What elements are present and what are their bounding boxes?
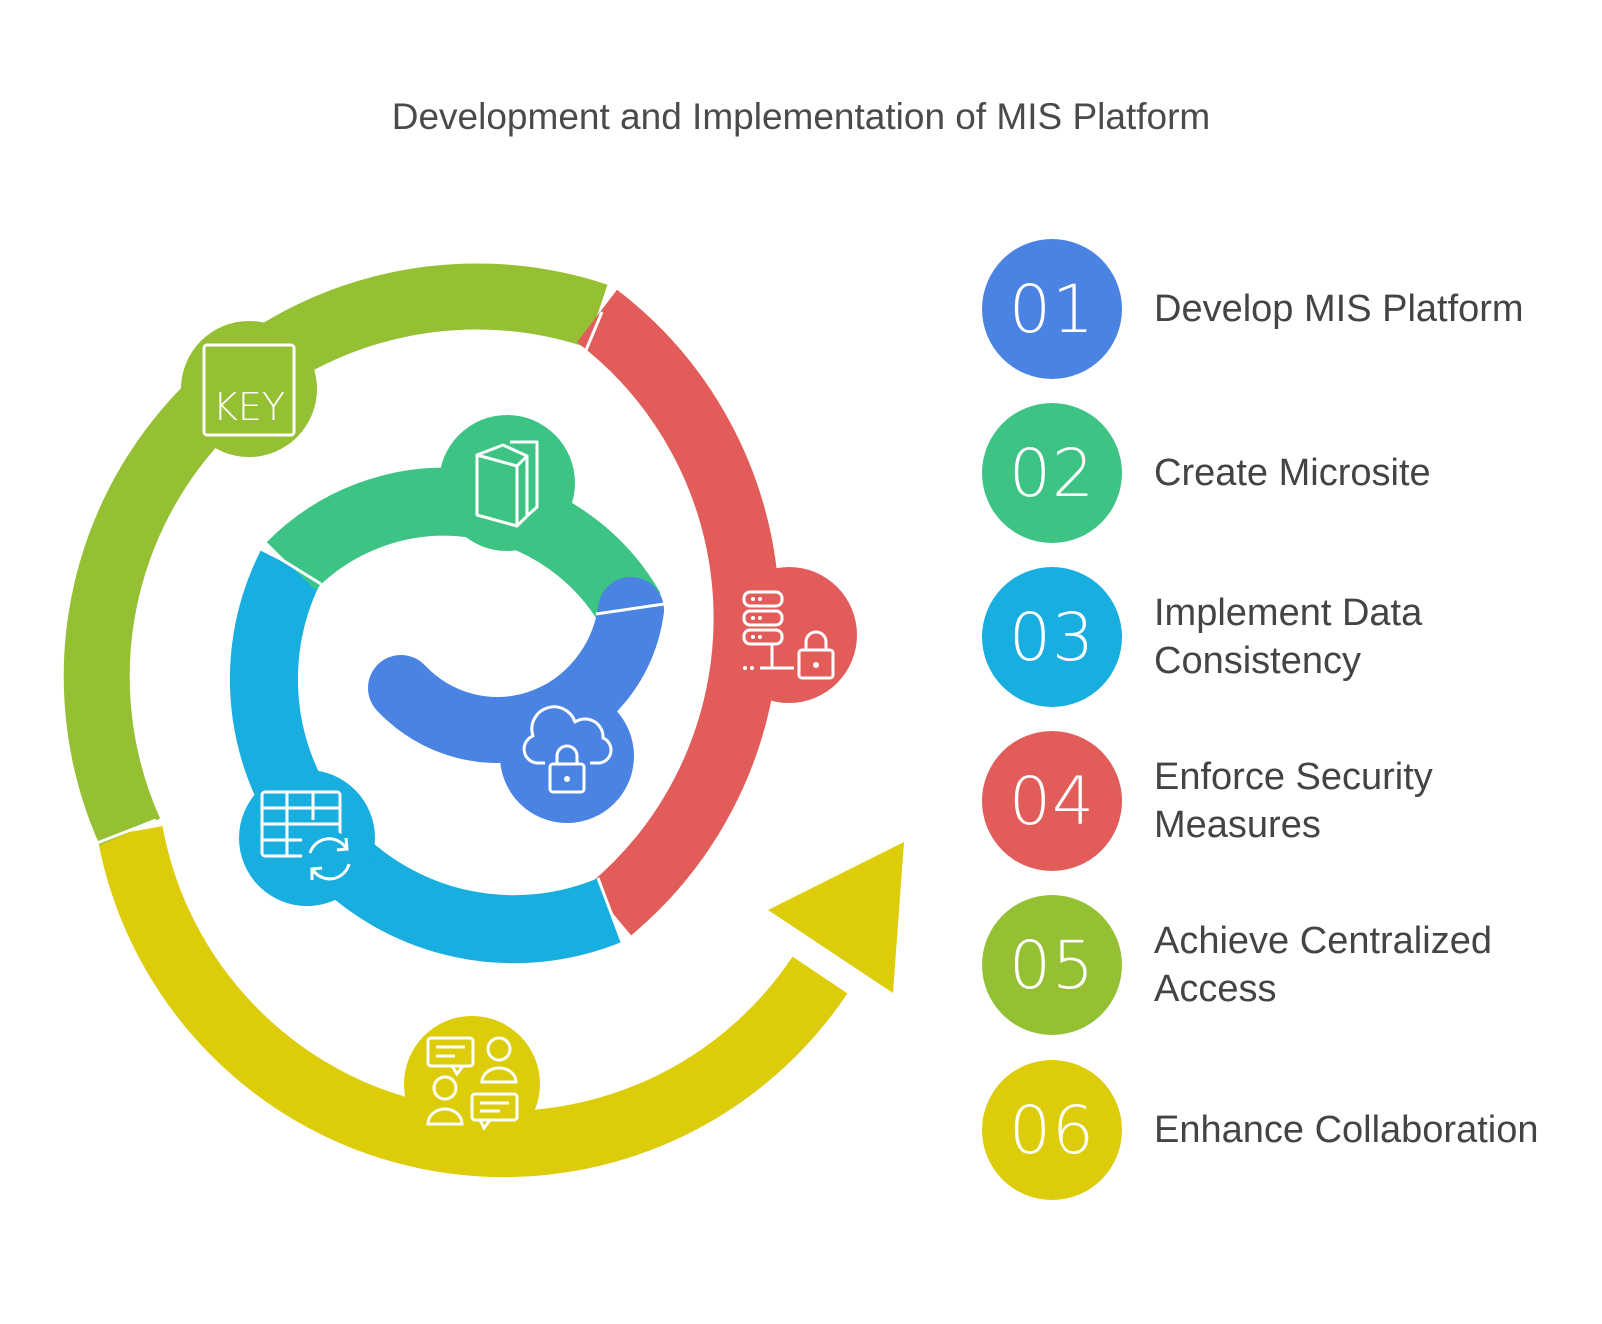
step-badge: 06 <box>982 1060 1122 1200</box>
step-badge: 02 <box>982 403 1122 543</box>
step-badge: 04 <box>982 731 1122 871</box>
cloud-lock-icon <box>500 689 634 823</box>
segment-divider <box>574 311 604 375</box>
step-06: 06 Enhance Collaboration <box>982 1060 1592 1200</box>
step-label: Enhance Collaboration <box>1154 1109 1539 1151</box>
key-icon-text: KEY <box>213 385 285 429</box>
segment-divider <box>91 818 157 847</box>
spiral-segment-06 <box>97 826 848 1178</box>
step-badge: 03 <box>982 567 1122 707</box>
step-03: 03 Implement Data Consistency <box>982 567 1592 707</box>
step-label: Implement Data Consistency <box>1154 592 1423 682</box>
spiral-arrowhead <box>768 842 904 993</box>
key-icon: KEY <box>181 321 317 457</box>
step-label: Achieve Centralized Access <box>1154 920 1492 1010</box>
segment-divider <box>262 546 322 586</box>
step-01: 01 Develop MIS Platform <box>982 239 1592 379</box>
collaboration-icon <box>404 1016 540 1152</box>
step-05: 05 Achieve Centralized Access <box>982 895 1592 1035</box>
segment-divider <box>596 877 624 943</box>
step-label: Enforce Security Measures <box>1154 756 1433 846</box>
step-02: 02 Create Microsite <box>982 403 1592 543</box>
step-04: 04 Enforce Security Measures <box>982 731 1592 871</box>
diagram-title: Development and Implementation of MIS Pl… <box>391 96 1211 137</box>
segment-divider <box>595 602 665 616</box>
step-badge: 01 <box>982 239 1122 379</box>
book-icon <box>439 415 575 551</box>
table-sync-icon <box>239 770 375 906</box>
server-lock-icon <box>721 567 857 703</box>
spiral-diagram: KEY <box>63 263 904 1178</box>
step-label: Develop MIS Platform <box>1154 288 1524 330</box>
step-badge: 05 <box>982 895 1122 1035</box>
step-label: Create Microsite <box>1154 452 1431 494</box>
